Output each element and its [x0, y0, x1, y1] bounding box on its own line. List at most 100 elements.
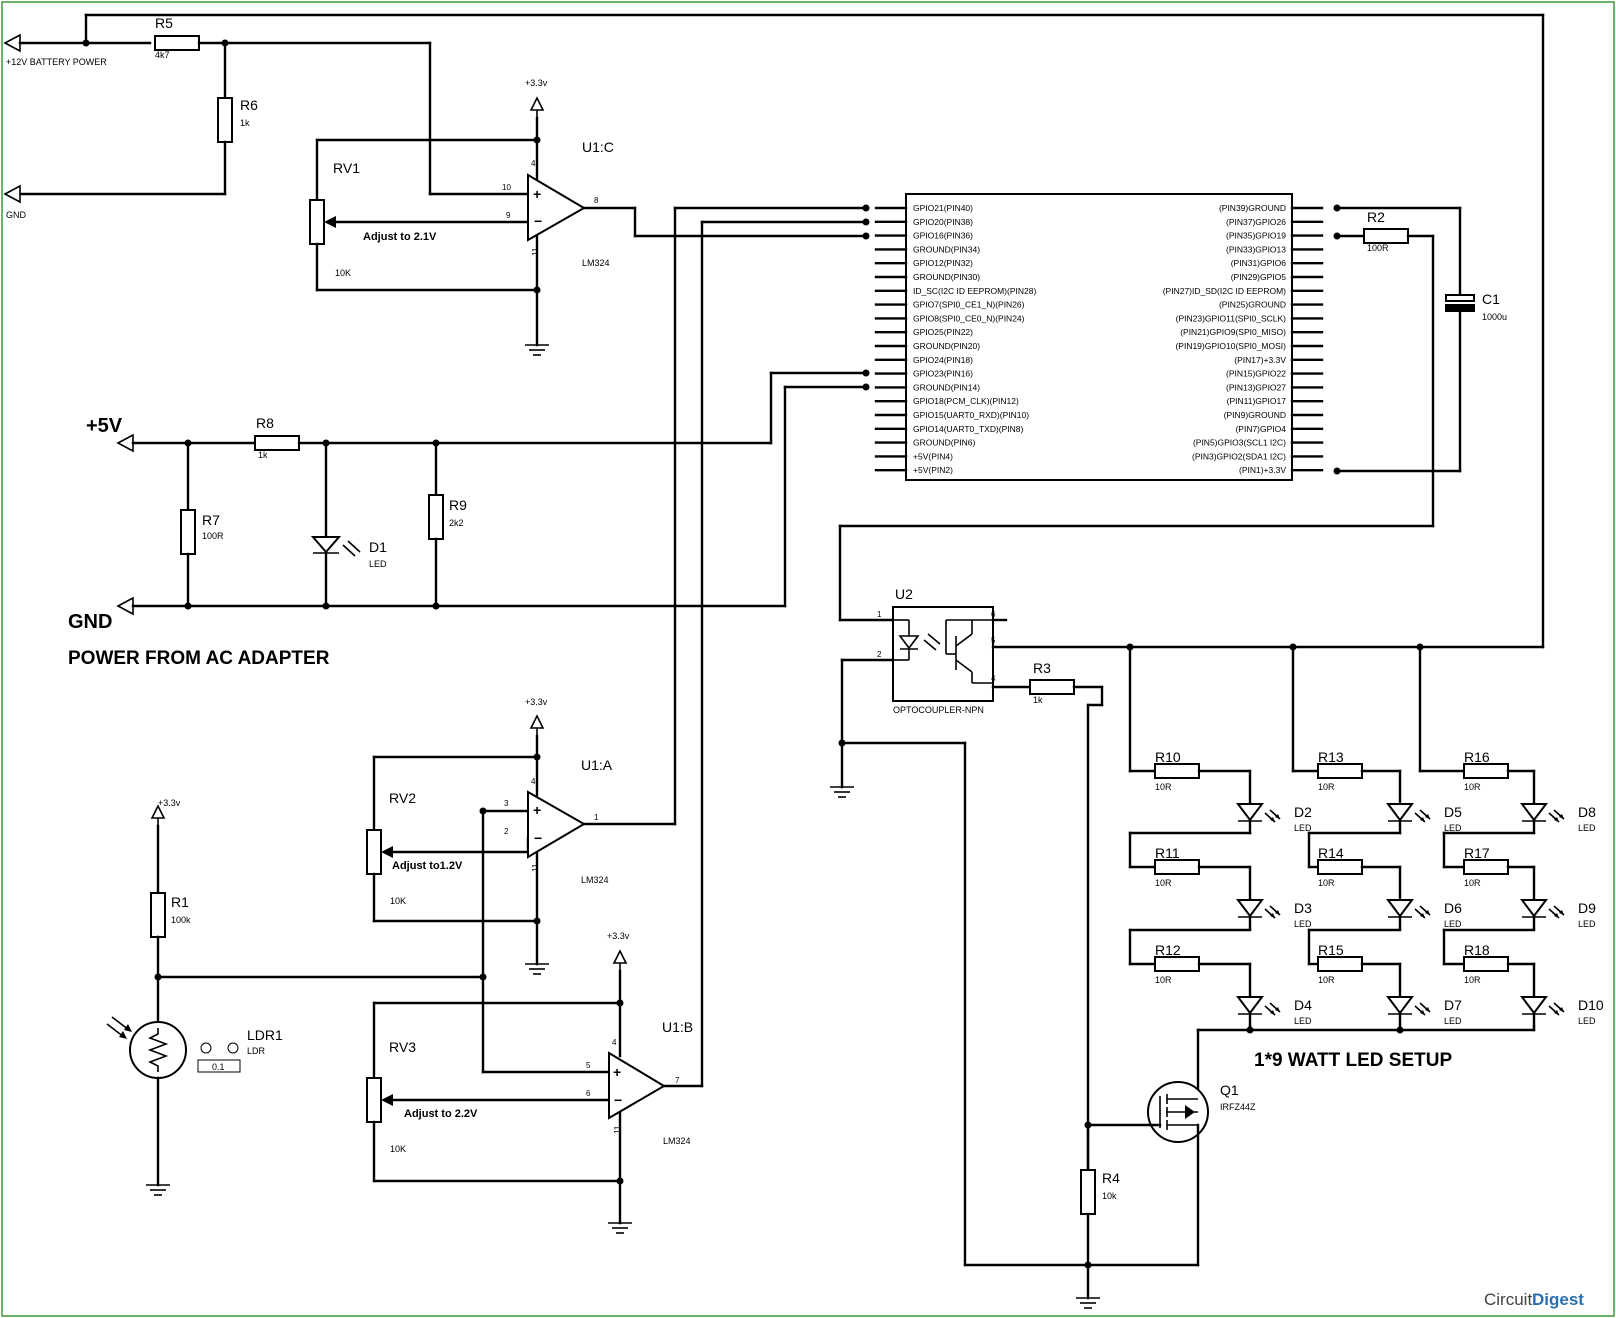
led-symbol [1237, 996, 1281, 1016]
led-resistor-name: R12 [1155, 942, 1181, 958]
rv1-name: RV1 [333, 160, 360, 176]
led-value: LED [1578, 919, 1596, 929]
svg-text:+: + [533, 802, 541, 818]
rpi-left-pin-label: GROUND(PIN20) [913, 341, 980, 351]
led-resistor-value: 10R [1464, 782, 1481, 792]
led-resistor-name: R11 [1155, 845, 1180, 861]
vcc-arrow [530, 97, 544, 119]
rpi-right-pin-label: (PIN5)GPIO3(SCL1 I2C) [1193, 438, 1286, 448]
led-setup-title: 1*9 WATT LED SETUP [1254, 1050, 1452, 1071]
u1b-vcc-label: +3.3v [607, 931, 630, 941]
ldr-section: +3.3v R1 100k LDR1 LDR 0.1 [106, 798, 611, 1196]
svg-text:−: − [534, 830, 542, 846]
ground-symbol [607, 1222, 633, 1234]
led-symbol [1387, 996, 1431, 1016]
r1-name: R1 [171, 894, 189, 910]
rpi-left-pin-label: GROUND(PIN14) [913, 382, 980, 392]
r2-value: 100R [1367, 243, 1389, 253]
led-symbol [1237, 899, 1281, 919]
rpi-left-pin-label: +5V(PIN2) [913, 465, 953, 475]
rv2-value: 10K [390, 896, 406, 906]
resistor-r3 [1029, 679, 1075, 695]
led-symbol [1387, 803, 1431, 823]
rpi-right-pin-label: (PIN7)GPIO4 [1235, 424, 1286, 434]
u1c-triangle [527, 173, 586, 242]
u2-part: OPTOCOUPLER-NPN [893, 705, 984, 715]
ldr-control-box[interactable] [197, 1059, 241, 1073]
u2-name: U2 [895, 586, 913, 602]
u1c-pin-gnd: 11 [531, 247, 540, 256]
r9-value: 2k2 [449, 518, 464, 528]
rpi-right-pin-label: (PIN27)ID_SD(I2C ID EEPROM) [1163, 286, 1286, 296]
r8-value: 1k [258, 450, 268, 460]
resistor-r6 [217, 97, 233, 143]
svg-text:−: − [614, 1092, 622, 1108]
u1a-pin-vcc: 4 [531, 777, 536, 786]
u1a-part: LM324 [581, 875, 609, 885]
r6-name: R6 [240, 97, 258, 113]
led-matrix: R1010RD2LEDR1110RD3LEDR1210RD4LEDR1310RD… [1128, 749, 1604, 1032]
led-resistor [1154, 859, 1200, 875]
led-name: D3 [1294, 900, 1312, 916]
c1-value: 1000u [1482, 312, 1507, 322]
opamp-u1a: +3.3v RV2 Adjust to1.2V 10K + − 3 2 4 11… [366, 206, 868, 975]
rpi-left-pin-label: +5V(PIN4) [913, 451, 953, 461]
rpi-left-pin-label: GPIO25(PIN22) [913, 327, 973, 337]
raspberry-pi-header: GPIO21(PIN40)GPIO20(PIN38)GPIO16(PIN36)G… [838, 193, 1507, 622]
rpi-right-pin-label: (PIN35)GPIO19 [1226, 231, 1286, 241]
led-symbol [1521, 899, 1565, 919]
ground-symbol [829, 786, 855, 798]
led-d1 [310, 536, 342, 554]
u2-pin-1: 1 [877, 610, 882, 619]
rpi-right-pin-label: (PIN25)GROUND [1219, 300, 1286, 310]
u1c-pin-vcc: 4 [531, 159, 536, 168]
rpi-left-pin-label: GROUND(PIN34) [913, 244, 980, 254]
gnd-terminal-arrow [3, 184, 21, 204]
led-symbol [1387, 899, 1431, 919]
r4-name: R4 [1102, 1170, 1120, 1186]
u1c-vcc-label: +3.3v [525, 78, 548, 88]
rpi-right-pin-label: (PIN19)GPIO10(SPI0_MOSI) [1175, 341, 1286, 351]
brand-part1: Circuit [1484, 1290, 1532, 1309]
ldr-name: LDR1 [247, 1027, 283, 1043]
rv2-name: RV2 [389, 790, 416, 806]
rv3-name: RV3 [389, 1039, 416, 1055]
led-symbol [1521, 803, 1565, 823]
led-resistor [1317, 763, 1363, 779]
rpi-right-pin-label: (PIN3)GPIO2(SDA1 I2C) [1192, 451, 1286, 461]
r1-value: 100k [171, 915, 191, 925]
led-name: D8 [1578, 804, 1596, 820]
r7-value: 100R [202, 531, 224, 541]
rpi-left-pin-label: GPIO12(PIN32) [913, 258, 973, 268]
u1b-pin-plus: 5 [586, 1061, 591, 1070]
r3-name: R3 [1033, 660, 1051, 676]
rpi-left-pin-label: GPIO18(PCM_CLK)(PIN12) [913, 396, 1019, 406]
u1a-vcc-label: +3.3v [525, 697, 548, 707]
ground-symbol [1075, 1297, 1101, 1309]
led-value: LED [1578, 1016, 1596, 1026]
brand-logo: Circuit Digest [1484, 1290, 1584, 1309]
led-resistor [1154, 763, 1200, 779]
led-resistor-value: 10R [1155, 878, 1172, 888]
led-value: LED [1444, 919, 1462, 929]
rpi-left-pin-label: GPIO8(SPI0_CE0_N)(PIN24) [913, 313, 1025, 323]
opamp-u1b: +3.3v RV3 Adjust to 2.2V 10K + − 5 6 4 1… [366, 220, 868, 1234]
battery-label: +12V BATTERY POWER [6, 57, 107, 67]
u1a-pin-minus: 2 [504, 827, 509, 836]
vcc-arrow [151, 805, 165, 827]
led-value: LED [1578, 823, 1596, 833]
vcc-arrow [613, 950, 627, 972]
rv3-adjust: Adjust to 2.2V [404, 1108, 478, 1120]
resistor-r1 [150, 892, 166, 938]
resistor-r5 [154, 35, 200, 51]
led-resistor [1463, 763, 1509, 779]
r2-name: R2 [1367, 209, 1385, 225]
rv1-value: 10K [335, 268, 351, 278]
svg-text:+: + [533, 186, 541, 202]
rpi-left-pin-label: GPIO20(PIN38) [913, 217, 973, 227]
ldr-vcc-label: +3.3v [158, 798, 181, 808]
rpi-right-pin-label: (PIN9)GROUND [1224, 410, 1286, 420]
led-name: D10 [1578, 997, 1604, 1013]
ground-symbol [524, 963, 550, 975]
